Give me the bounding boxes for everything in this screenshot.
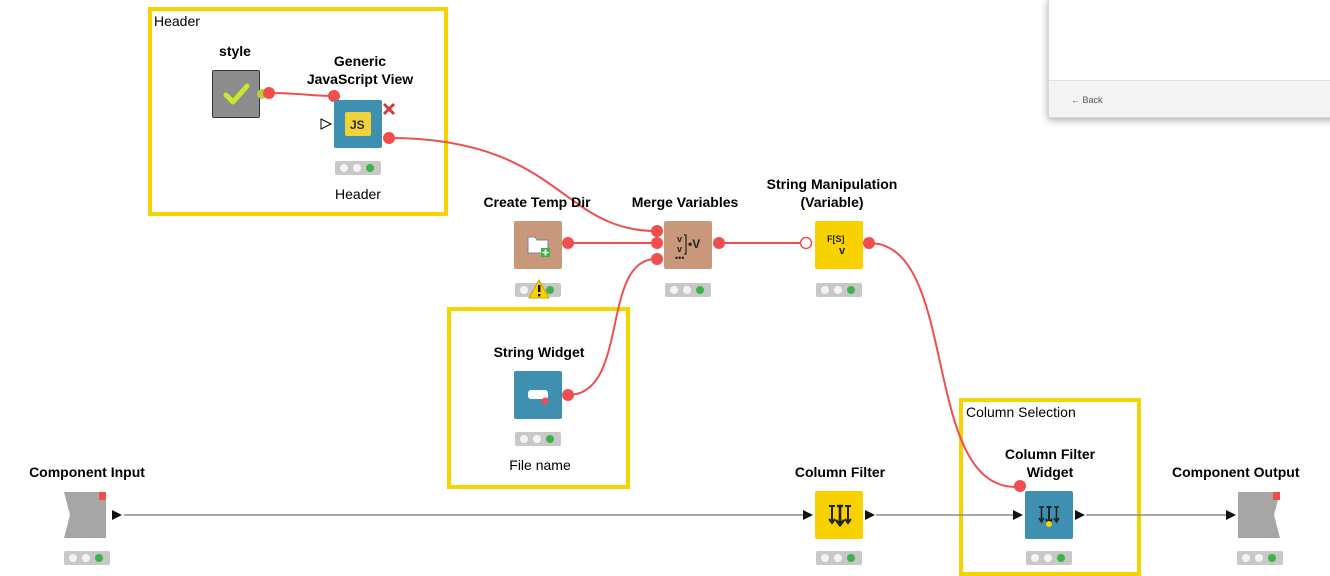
component-output-in-port[interactable] bbox=[1224, 508, 1238, 522]
node-style[interactable] bbox=[212, 70, 260, 118]
node-js-view-title-2: JavaScript View bbox=[306, 71, 414, 87]
wire-widget-to-merge bbox=[567, 258, 657, 396]
node-string-widget[interactable] bbox=[514, 371, 562, 419]
js-view-flowvar-out-port[interactable] bbox=[382, 131, 396, 145]
merge-flowvar-in-port-1[interactable] bbox=[650, 224, 664, 238]
preview-footer: ← Back bbox=[1049, 80, 1330, 117]
node-style-title: style bbox=[219, 43, 251, 59]
col-widget-out-port[interactable] bbox=[1073, 508, 1087, 522]
merge-flowvar-in-port-3[interactable] bbox=[650, 252, 664, 266]
merge-variables-icon: v v •V ••• bbox=[675, 234, 700, 263]
js-view-inactive-x-icon bbox=[382, 102, 396, 116]
node-string-widget-title: String Widget bbox=[493, 344, 585, 360]
component-input-node[interactable] bbox=[60, 490, 120, 542]
preview-window: ← Back bbox=[1048, 0, 1330, 118]
node-column-filter-widget-title-2: Widget bbox=[1026, 464, 1074, 480]
node-string-widget-label[interactable]: File name bbox=[509, 457, 571, 473]
node-column-filter[interactable] bbox=[815, 491, 863, 539]
svg-text:•••: ••• bbox=[675, 253, 684, 263]
js-view-status bbox=[335, 161, 381, 175]
formula-icon: F[S] bbox=[827, 234, 845, 244]
node-string-manipulation-title-2: (Variable) bbox=[800, 194, 864, 210]
annotation-header-text: Header bbox=[154, 13, 200, 29]
node-create-temp-dir-title: Create Temp Dir bbox=[483, 194, 591, 210]
svg-text:v: v bbox=[677, 234, 682, 244]
svg-text:•V: •V bbox=[688, 237, 700, 251]
variable-v-icon: v bbox=[839, 245, 846, 257]
column-filter-icon bbox=[828, 504, 852, 528]
svg-text:v: v bbox=[677, 244, 682, 254]
wire-js-to-merge bbox=[388, 137, 657, 232]
component-input-status bbox=[64, 551, 110, 565]
back-link[interactable]: ← Back bbox=[1071, 95, 1103, 105]
column-filter-in-port[interactable] bbox=[801, 508, 815, 522]
checkmark-icon bbox=[223, 83, 250, 105]
node-merge-variables-title: Merge Variables bbox=[631, 194, 739, 210]
node-column-filter-title: Column Filter bbox=[794, 464, 886, 480]
temp-dir-flowvar-out-port[interactable] bbox=[561, 236, 575, 250]
annotation-string-widget[interactable] bbox=[447, 307, 630, 489]
annotation-column-selection-text: Column Selection bbox=[966, 404, 1076, 420]
string-manip-flowvar-in-port[interactable] bbox=[799, 236, 813, 250]
node-component-input-title: Component Input bbox=[29, 464, 145, 480]
node-js-view-title-1: Generic bbox=[333, 53, 387, 69]
wire-style-to-js bbox=[267, 92, 335, 97]
js-view-data-in-port[interactable] bbox=[319, 117, 333, 131]
text-input-icon bbox=[528, 390, 549, 405]
node-column-filter-widget[interactable] bbox=[1025, 491, 1073, 539]
col-widget-status bbox=[1026, 551, 1072, 565]
node-merge-variables[interactable]: v v •V ••• bbox=[664, 221, 712, 269]
column-filter-out-port[interactable] bbox=[863, 508, 877, 522]
string-widget-flowvar-out-port[interactable] bbox=[561, 388, 575, 402]
node-component-output-title: Component Output bbox=[1172, 464, 1300, 480]
component-input-out-port[interactable] bbox=[110, 508, 124, 522]
column-filter-status bbox=[816, 551, 862, 565]
merge-status bbox=[665, 283, 711, 297]
col-widget-data-in-port[interactable] bbox=[1011, 508, 1025, 522]
node-generic-js-view[interactable]: JS bbox=[334, 100, 382, 148]
col-widget-flowvar-in-port[interactable] bbox=[1013, 479, 1027, 493]
string-manip-flowvar-out-port[interactable] bbox=[862, 236, 876, 250]
node-create-temp-dir[interactable] bbox=[514, 221, 562, 269]
folder-add-icon bbox=[527, 236, 550, 257]
node-js-view-label[interactable]: Header bbox=[335, 186, 381, 202]
node-column-filter-widget-title-1: Column Filter bbox=[1004, 446, 1096, 462]
string-widget-status bbox=[515, 432, 561, 446]
merge-flowvar-in-port-2[interactable] bbox=[650, 236, 664, 250]
string-manip-status bbox=[816, 283, 862, 297]
wire-stringmanip-to-colfilterwidget bbox=[868, 242, 1017, 488]
annotation-column-selection[interactable] bbox=[959, 398, 1141, 576]
merge-flowvar-out-port[interactable] bbox=[712, 236, 726, 250]
node-string-manipulation[interactable]: F[S] v bbox=[815, 221, 863, 269]
annotation-header[interactable] bbox=[148, 7, 448, 216]
js-icon: JS bbox=[345, 112, 371, 136]
warning-icon[interactable] bbox=[528, 279, 550, 299]
component-output-status bbox=[1237, 551, 1283, 565]
node-string-manipulation-title-1: String Manipulation bbox=[766, 176, 898, 192]
js-view-flowvar-in-port[interactable] bbox=[327, 89, 341, 103]
column-filter-widget-icon bbox=[1038, 506, 1060, 527]
style-flowvar-port[interactable] bbox=[262, 86, 276, 100]
component-output-node[interactable] bbox=[1236, 490, 1292, 542]
